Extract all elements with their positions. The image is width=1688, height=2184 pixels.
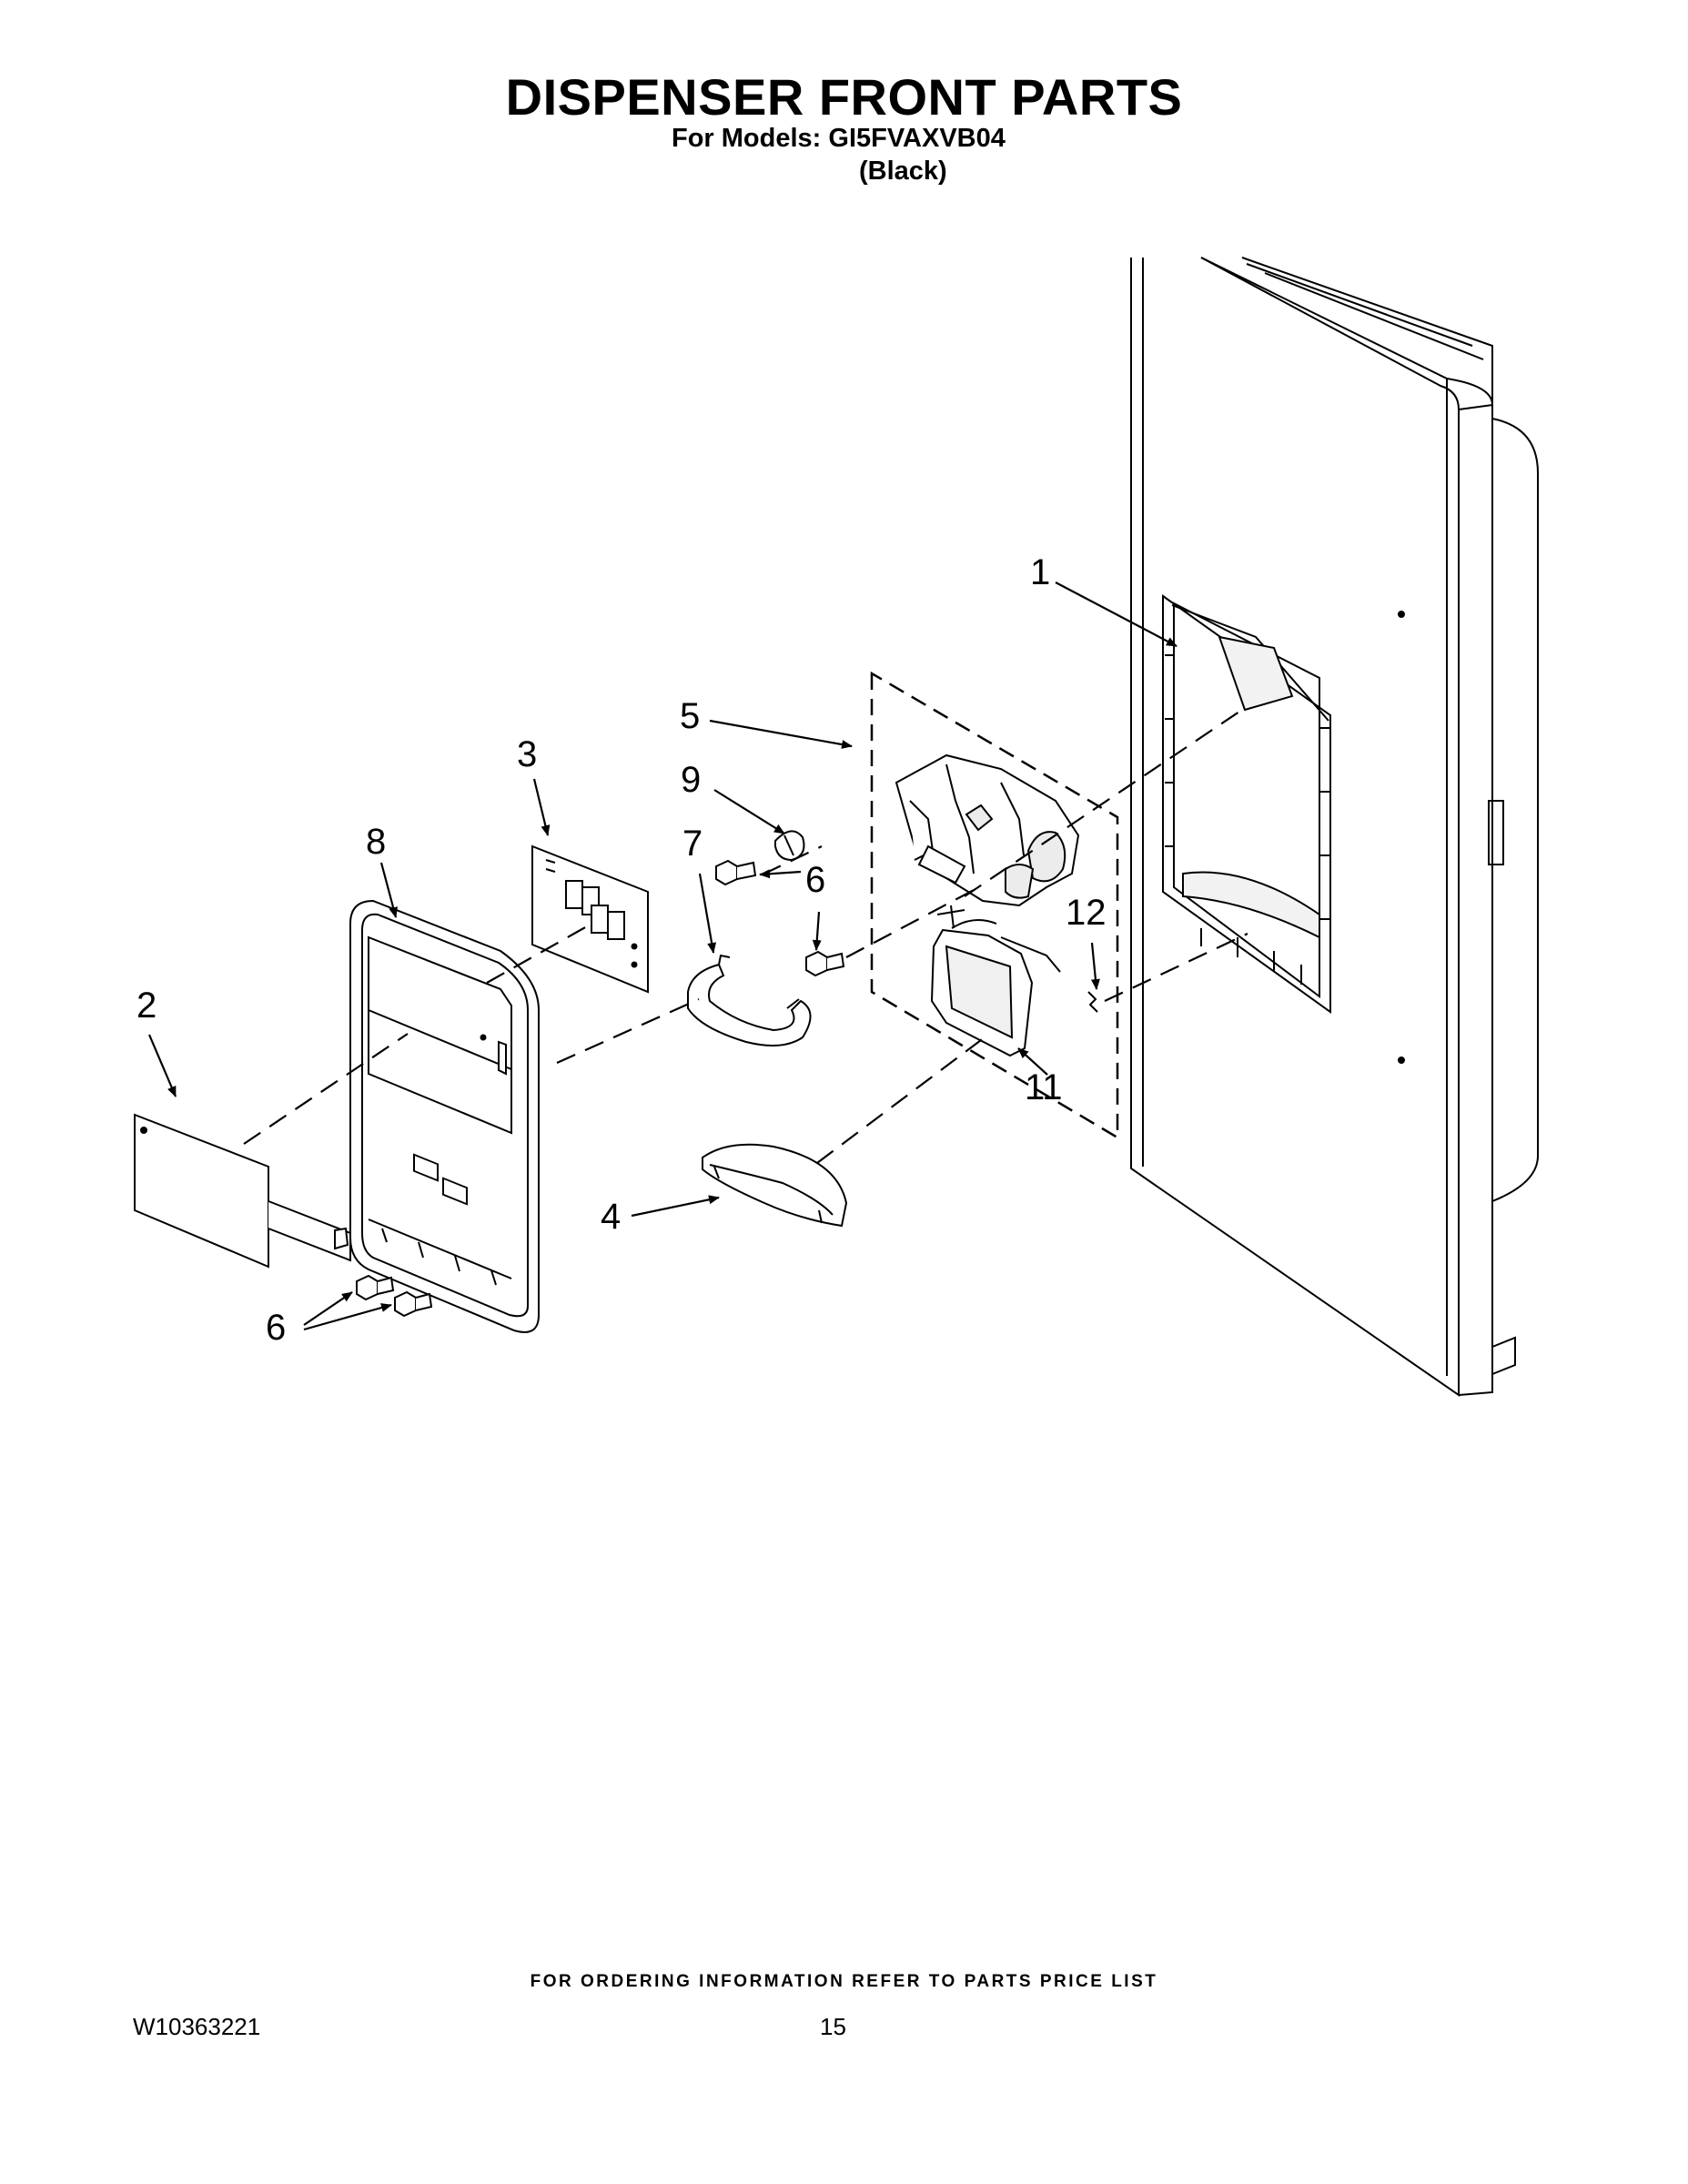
models-line: For Models: GI5FVAXVB04 (672, 124, 1006, 153)
part-4-chute-trim (702, 1143, 848, 1228)
part-2-overlay (134, 1113, 351, 1269)
alignment-lines (243, 711, 1248, 1164)
callout-1: 1 (1030, 552, 1050, 592)
part-11-actuator-paddle (930, 905, 1061, 1057)
callout-2: 2 (136, 986, 157, 1026)
callout-4: 4 (601, 1197, 621, 1237)
callout-6-lower: 6 (266, 1308, 286, 1348)
callout-9: 9 (681, 760, 701, 800)
callout-8: 8 (366, 822, 386, 862)
callout-7: 7 (682, 824, 702, 864)
callout-11: 11 (1025, 1067, 1063, 1107)
page-title: DISPENSER FRONT PARTS (505, 68, 1183, 126)
part-6-screw-upper-right (805, 950, 845, 977)
part-3-control-board (531, 844, 649, 994)
callout-12: 12 (1066, 893, 1107, 933)
document-number: W10363221 (133, 2013, 261, 2040)
part-6-screw-lower-left (356, 1274, 395, 1301)
part-6-screw-lower-right (394, 1290, 433, 1318)
part-6-screw-upper-left (715, 859, 757, 886)
callout-5: 5 (680, 696, 700, 736)
assembly-outline (870, 671, 1119, 1140)
part-7-chute-cover (687, 954, 812, 1046)
ordering-note: FOR ORDERING INFORMATION REFER TO PARTS … (530, 1972, 1158, 1991)
page-number: 15 (820, 2013, 846, 2040)
callout-3: 3 (517, 734, 537, 774)
part-5-dispenser-module (895, 753, 1080, 907)
leader-arrows (147, 581, 1178, 1331)
part-8-dispenser-bezel (349, 899, 540, 1333)
callout-labels: 1 2 3 4 5 6 6 7 8 9 11 12 (136, 552, 1107, 1348)
part-9-clip (774, 830, 805, 862)
door-dispenser-opening (1162, 594, 1331, 1014)
callout-6-upper: 6 (805, 860, 825, 900)
model-color: (Black) (859, 157, 947, 186)
part-12-spring (1087, 991, 1098, 1013)
